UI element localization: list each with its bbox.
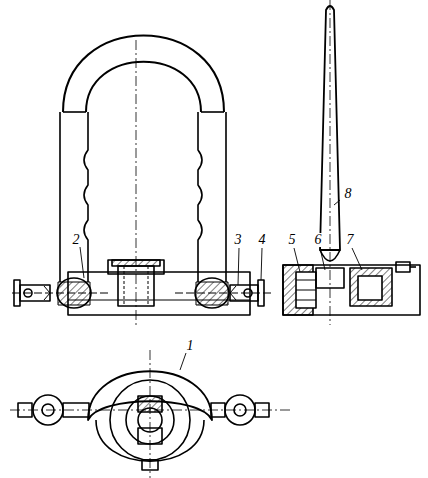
- callout-number: 2: [72, 233, 81, 247]
- callout-number: 5: [288, 233, 297, 247]
- callout-number: 4: [258, 233, 267, 247]
- callout-number: 6: [314, 233, 323, 247]
- callout-number: 3: [234, 233, 243, 247]
- callout-number: 7: [346, 233, 355, 247]
- callout-number: 1: [186, 339, 195, 353]
- callout-number: 8: [344, 187, 353, 201]
